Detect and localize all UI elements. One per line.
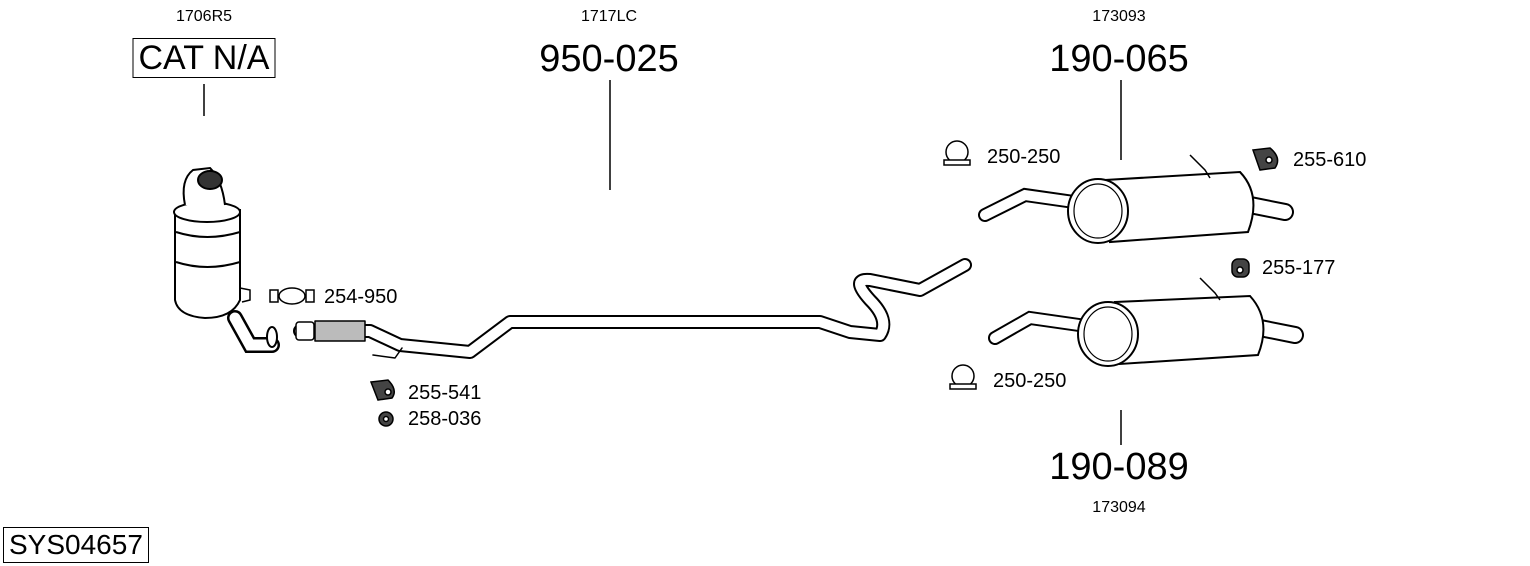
part-number-front-pipe[interactable]: 950-025 (539, 38, 678, 81)
oe-ref-label: 173094 (1092, 499, 1145, 517)
front-pipe-drawing (296, 265, 965, 358)
oe-ref-label: 1717LC (581, 8, 637, 26)
rubber-mount-icon (371, 380, 394, 400)
part-number-rear-silencer[interactable]: 190-089 (1049, 446, 1188, 489)
part-number-cat: CAT N/A (133, 38, 276, 78)
rubber-ring-icon (1232, 259, 1249, 277)
accessory-part-number[interactable]: 250-250 (987, 146, 1060, 169)
accessory-part-number[interactable]: 255-541 (408, 382, 481, 405)
accessory-part-number[interactable]: 254-950 (324, 286, 397, 309)
u-clamp-icon (944, 141, 970, 165)
catalytic-converter-drawing (174, 168, 277, 347)
nut-icon (379, 412, 393, 426)
accessory-part-number[interactable]: 255-610 (1293, 149, 1366, 172)
accessory-part-number[interactable]: 250-250 (993, 370, 1066, 393)
system-id: SYS04657 (3, 527, 149, 563)
flex-section (315, 321, 365, 341)
clamp-icon (270, 288, 314, 304)
accessory-part-number[interactable]: 255-177 (1262, 257, 1335, 280)
accessory-part-number[interactable]: 258-036 (408, 408, 481, 431)
rubber-mount-icon (1253, 148, 1278, 170)
rear-silencer-190-089-drawing (995, 278, 1295, 366)
part-number-rear-silencer[interactable]: 190-065 (1049, 38, 1188, 81)
oe-ref-label: 173093 (1092, 8, 1145, 26)
oe-ref-label: 1706R5 (176, 8, 232, 26)
u-clamp-icon (950, 365, 976, 389)
